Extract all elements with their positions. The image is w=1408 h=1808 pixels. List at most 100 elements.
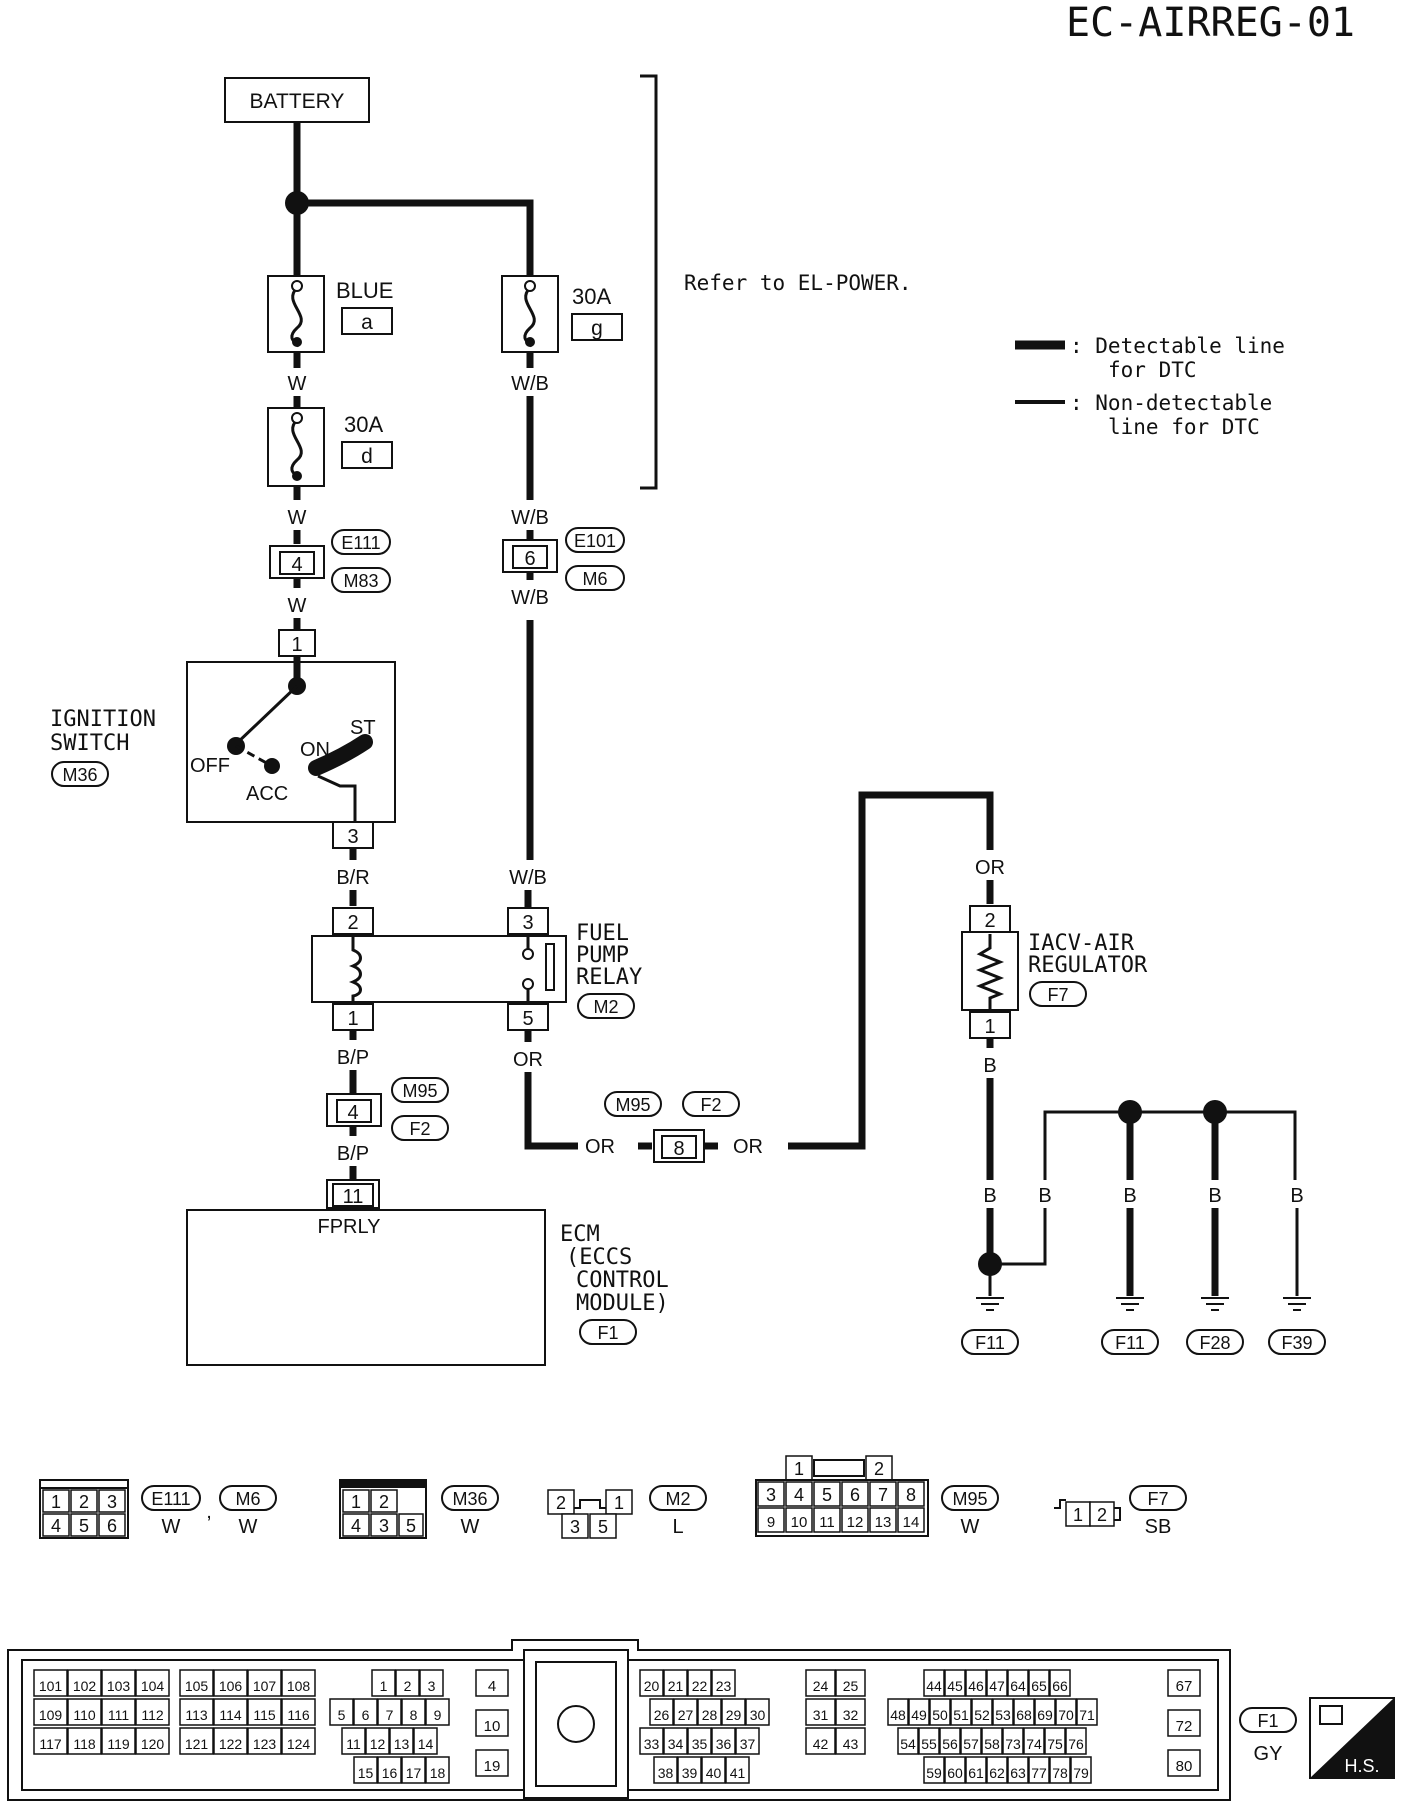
ecm-pin: [247, 1669, 282, 1697]
relay-label-2: PUMP: [576, 943, 629, 968]
svg-text:4: 4: [347, 1102, 358, 1124]
badge-f39: F39: [1281, 1333, 1312, 1353]
ecm-pin-label: 12: [370, 1736, 386, 1752]
ecm-pin: [887, 1698, 909, 1726]
ecm-pin-label: 14: [418, 1736, 434, 1752]
m95-pin-label: 5: [822, 1485, 832, 1505]
svg-text:W: W: [461, 1516, 480, 1538]
m95-pin-label: 10: [791, 1514, 808, 1531]
ecm-pin: [986, 1756, 1008, 1784]
ecm-pin-label: 32: [843, 1707, 859, 1723]
m95-pin: [757, 1481, 785, 1507]
ecm-pin: [923, 1669, 945, 1697]
ecm-pin: [1055, 1698, 1077, 1726]
ecm-pin: [663, 1727, 688, 1755]
ecm-pin: [353, 1756, 378, 1784]
ign-on: ON: [300, 739, 330, 761]
ecm-pin-label: 73: [1005, 1736, 1021, 1752]
svg-text:W: W: [239, 1516, 258, 1538]
wire-label-w-2: W: [288, 507, 307, 529]
ecm-pin-label: 54: [900, 1736, 916, 1752]
ecm-pin-label: 78: [1052, 1765, 1068, 1781]
ecm-pin: [425, 1756, 450, 1784]
ecm-pin-label: 52: [974, 1707, 990, 1723]
m95-pin-label: 4: [794, 1485, 804, 1505]
svg-text:1: 1: [291, 634, 302, 656]
ecm-pin: [711, 1727, 736, 1755]
ecm-pin-label: 49: [911, 1707, 927, 1723]
ecm-pin-label: 105: [185, 1678, 209, 1694]
ecm-pin-label: 26: [654, 1707, 670, 1723]
wire-label-bp-2: B/P: [337, 1143, 369, 1165]
ecm-pin: [960, 1727, 982, 1755]
ecm-pin-label: 47: [989, 1678, 1005, 1694]
ecm-pin: [395, 1669, 420, 1697]
svg-text:SB: SB: [1145, 1516, 1172, 1538]
ecm-pin-label: 101: [39, 1678, 63, 1694]
ecm-pin: [401, 1698, 426, 1726]
ecm-pin: [929, 1698, 951, 1726]
ecm-pin: [353, 1698, 378, 1726]
svg-text:,: ,: [206, 1501, 212, 1523]
ecm-pin: [1167, 1709, 1201, 1737]
ecm-pin: [135, 1669, 170, 1697]
wire-label-br: B/R: [336, 867, 369, 889]
ecm-pin: [677, 1756, 702, 1784]
ecm-pin: [1049, 1756, 1071, 1784]
ecm-pin-label: 72: [1176, 1718, 1193, 1735]
wire-label-w-1: W: [288, 373, 307, 395]
svg-text:11: 11: [343, 1186, 364, 1208]
ecm-pin: [475, 1669, 509, 1697]
ecm-pin-label: 55: [921, 1736, 937, 1752]
ecm-pin-label: 36: [716, 1736, 732, 1752]
ecm-pin-label: 67: [1176, 1678, 1193, 1695]
svg-text:M6: M6: [235, 1489, 260, 1509]
ecm-pin-label: 48: [890, 1707, 906, 1723]
ecm-pin-label: 17: [406, 1765, 422, 1781]
ignition-label-1: IGNITION: [50, 707, 156, 732]
svg-text:3: 3: [379, 1516, 389, 1536]
ecm-pin: [649, 1698, 674, 1726]
m95-pin-label: 9: [767, 1514, 775, 1531]
ecm-pin-label: 60: [947, 1765, 963, 1781]
wire-label-or-3: OR: [733, 1136, 763, 1158]
ecm-pin-label: 7: [386, 1707, 394, 1723]
ecm-pin-label: 20: [644, 1678, 660, 1694]
refer-note: Refer to EL-POWER.: [684, 271, 912, 295]
ecm-pin-label: 116: [287, 1707, 310, 1723]
fuse-d-amp: 30A: [344, 412, 383, 437]
ecm-pin-label: 56: [942, 1736, 958, 1752]
ecm-pin-label: 120: [141, 1736, 165, 1752]
svg-text:2: 2: [379, 1492, 389, 1512]
wire-label-b-5: B: [1208, 1185, 1221, 1207]
ecm-pin-label: 6: [362, 1707, 370, 1723]
ecm-pin: [939, 1727, 961, 1755]
fuse-a-label: BLUE: [336, 278, 393, 303]
svg-text:5: 5: [522, 1008, 533, 1030]
svg-text:5: 5: [79, 1516, 89, 1536]
badge-f11-1: F11: [975, 1333, 1005, 1353]
ignition-label-2: SWITCH: [50, 731, 129, 756]
ecm-label-2: (ECCS: [566, 1245, 632, 1270]
ecm-pin: [281, 1727, 316, 1755]
ecm-pin: [213, 1669, 248, 1697]
ecm-pin-label: 104: [141, 1678, 165, 1694]
ecm-pin-label: 114: [219, 1707, 242, 1723]
m95-pin-label: 7: [878, 1485, 888, 1505]
ecm-pin: [1034, 1698, 1056, 1726]
svg-text:H.S.: H.S.: [1344, 1756, 1379, 1776]
wire-label-w-3: W: [288, 595, 307, 617]
badge-f2-2: F2: [700, 1095, 721, 1115]
svg-text:2: 2: [874, 1459, 884, 1479]
ecm-pin-label: 109: [39, 1707, 63, 1723]
m95-pin: [813, 1507, 841, 1533]
ecm-pin: [992, 1698, 1014, 1726]
svg-text:5: 5: [598, 1517, 608, 1537]
relay-label-1: FUEL: [576, 921, 629, 946]
relay-label-3: RELAY: [576, 965, 642, 990]
ecm-pin-label: 27: [678, 1707, 694, 1723]
ecm-pin: [371, 1669, 396, 1697]
connector-view-m2: 2 1 3 5: [547, 1489, 633, 1539]
ecm-pin-label: 108: [287, 1678, 311, 1694]
m95-pin: [813, 1481, 841, 1507]
